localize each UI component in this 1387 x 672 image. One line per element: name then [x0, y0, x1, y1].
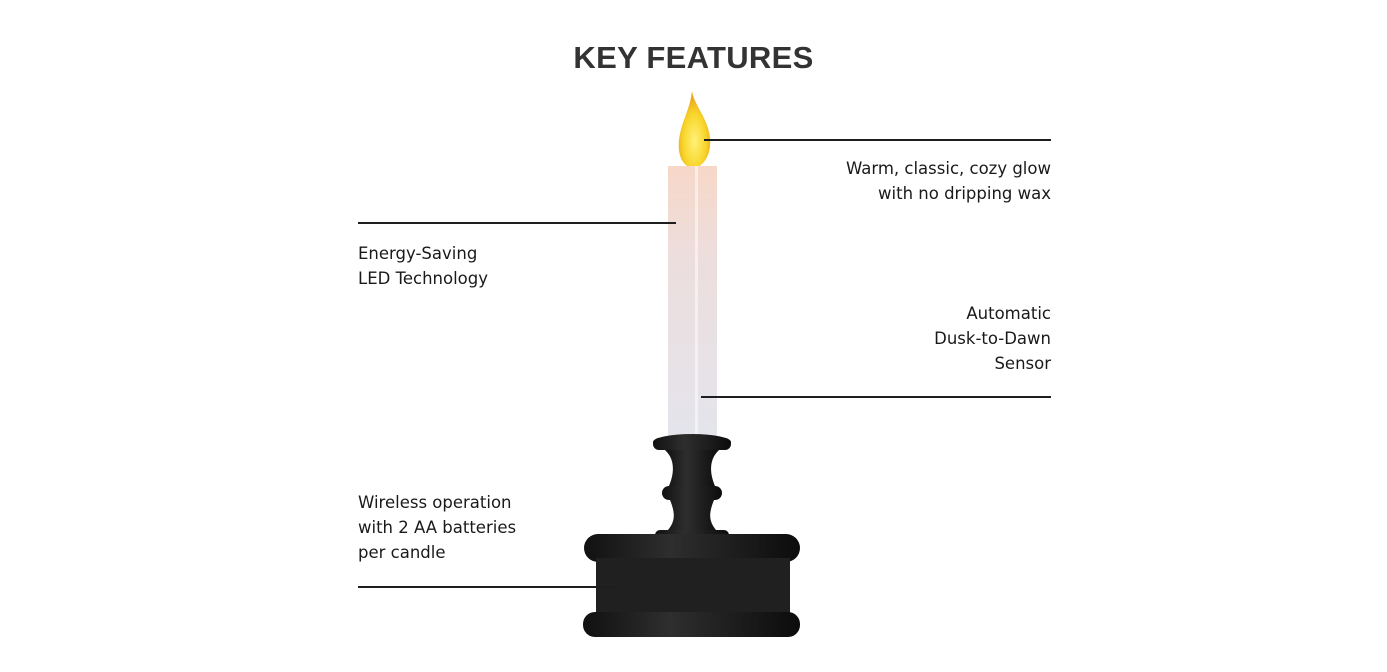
feature-text: Dusk-to-Dawn — [934, 329, 1051, 348]
feature-text: Wireless operation — [358, 493, 512, 512]
feature-text: Warm, classic, cozy glow — [845, 159, 1051, 178]
feature-text: Energy-Saving — [358, 244, 478, 263]
feature-sensor: Automatic Dusk-to-Dawn Sensor — [934, 301, 1051, 376]
feature-text: Sensor — [994, 354, 1051, 373]
feature-text: LED Technology — [358, 269, 488, 288]
feature-text: per candle — [358, 543, 446, 562]
feature-glow: Warm, classic, cozy glow with no drippin… — [846, 156, 1051, 206]
feature-text: with no dripping wax — [878, 184, 1051, 203]
feature-wireless: Wireless operation with 2 AA batteries p… — [358, 490, 516, 565]
feature-led: Energy-Saving LED Technology — [358, 241, 488, 291]
leader-line-led — [358, 222, 676, 224]
page-title: KEY FEATURES — [573, 40, 814, 75]
feature-text: Automatic — [966, 304, 1051, 323]
feature-text: with 2 AA batteries — [358, 518, 517, 537]
leader-line-glow — [704, 139, 1051, 141]
leader-line-sensor — [701, 396, 1051, 398]
candle-body — [668, 166, 717, 439]
candle-holder — [583, 434, 800, 637]
flame-icon — [678, 91, 711, 168]
leader-line-wireless — [358, 586, 618, 588]
